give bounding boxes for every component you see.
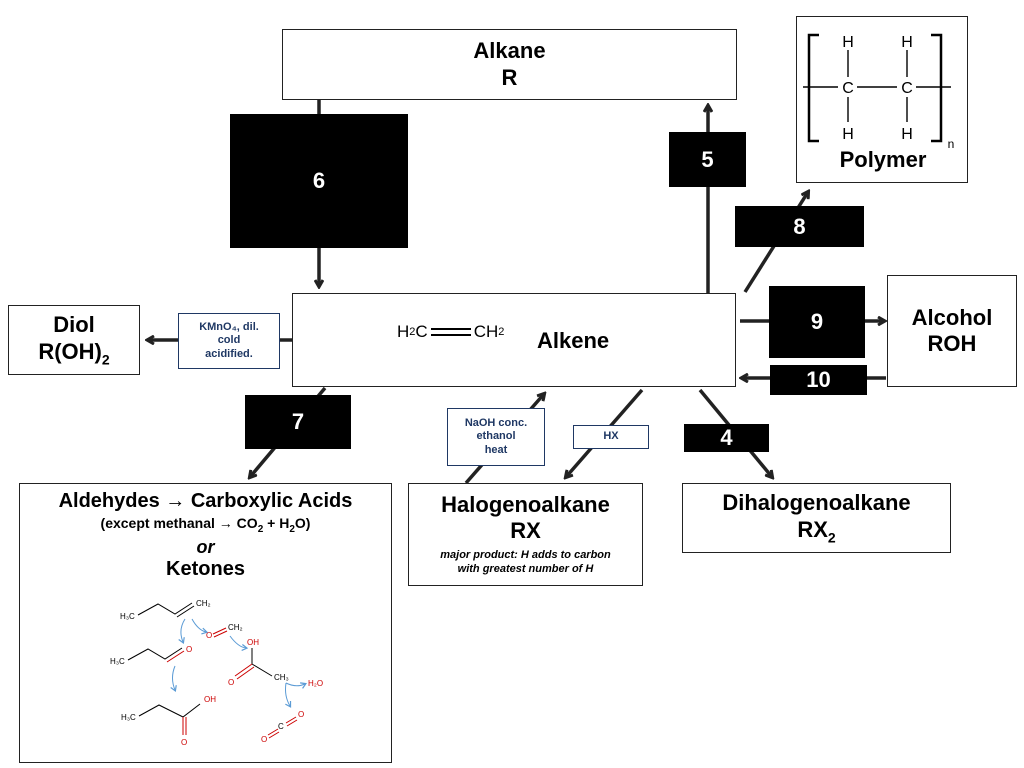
mol-h2o: H₂O (308, 679, 323, 688)
halogenoalkane-note-1: major product: H adds to carbon (440, 548, 611, 561)
halogenoalkane-box: Halogenoalkane RX major product: H adds … (408, 483, 643, 586)
polymer-box: H H C C H H n Polymer (796, 16, 968, 183)
alcohol-formula: ROH (927, 331, 977, 356)
mol-h3c-1: H₃C (120, 612, 135, 621)
polymer-h4: H (901, 126, 913, 143)
polymer-h2: H (901, 34, 913, 51)
dihalogenoalkane-box: Dihalogenoalkane RX2 (682, 483, 951, 553)
polymer-name: Polymer (839, 147, 927, 172)
alkene-name: Alkene (537, 328, 610, 353)
kmno4-condition: KMnO₄, dil. cold acidified. (178, 313, 280, 369)
polymer-n: n (948, 137, 955, 151)
dihalogenoalkane-formula: RX2 (797, 516, 836, 545)
carbonyls-line2: (except methanal → CO2 + H2O) (100, 515, 311, 535)
carbonyls-line1: Aldehydes → Carboxylic Acids (58, 490, 353, 512)
dihalogenoalkane-name: Dihalogenoalkane (722, 490, 911, 516)
reaction-9-label: 9 (769, 286, 865, 358)
mol-o-2: O (206, 631, 212, 640)
naoh-condition: NaOH conc. ethanol heat (447, 408, 545, 466)
halogenoalkane-formula: RX (510, 518, 541, 544)
reaction-5-label: 5 (669, 132, 746, 187)
hx-condition: HX (573, 425, 649, 449)
carbonyls-box: Aldehydes → Carboxylic Acids (except met… (19, 483, 392, 763)
diol-name: Diol (53, 312, 95, 338)
reaction-6-label: 6 (230, 114, 408, 248)
mol-h3c-3: H₃C (121, 713, 136, 722)
mol-o-4: O (228, 678, 234, 687)
alkane-formula: R (501, 64, 518, 90)
diol-box: Diol R(OH)2 (8, 305, 140, 375)
mol-o-6: O (298, 710, 304, 719)
alcohol-box: Alcohol ROH (887, 275, 1017, 387)
mol-oh-2: OH (247, 638, 259, 647)
diol-formula: R(OH)2 (38, 338, 110, 367)
carbonyls-ketones: Ketones (166, 557, 245, 580)
polymer-h1: H (842, 34, 854, 51)
reaction-4-label: 4 (684, 424, 769, 452)
mol-o-5: O (261, 735, 267, 744)
polymer-h3: H (842, 126, 854, 143)
reaction-8-label: 8 (735, 206, 864, 247)
mol-o-3: O (181, 738, 187, 747)
mol-oh-1: OH (204, 695, 216, 704)
halogenoalkane-name: Halogenoalkane (441, 492, 610, 517)
alcohol-name: Alcohol (911, 304, 993, 330)
mol-c: C (278, 722, 284, 731)
polymer-structure: H H C C H H n (803, 33, 955, 151)
mol-ch2-2: CH₂ (228, 623, 243, 632)
mol-h3c-2: H₃C (110, 657, 125, 666)
reaction-10-label: 10 (770, 365, 867, 395)
double-bond (430, 328, 471, 336)
alkane-name: Alkane (473, 38, 546, 64)
carbonyls-or: or (196, 536, 215, 557)
mol-ch3: CH₃ (274, 673, 289, 682)
reaction-7-label: 7 (245, 395, 351, 449)
oxidation-mechanism: H₃C CH₂ H₃C O O CH₂ H₃C OH O OH (110, 599, 323, 747)
halogenoalkane-note-2: with greatest number of H (457, 563, 594, 576)
mol-o-1: O (186, 645, 192, 654)
polymer-c2: C (901, 80, 913, 97)
alkane-box: Alkane R (282, 29, 737, 100)
polymer-c1: C (842, 80, 854, 97)
mol-ch2-1: CH₂ (196, 599, 211, 608)
